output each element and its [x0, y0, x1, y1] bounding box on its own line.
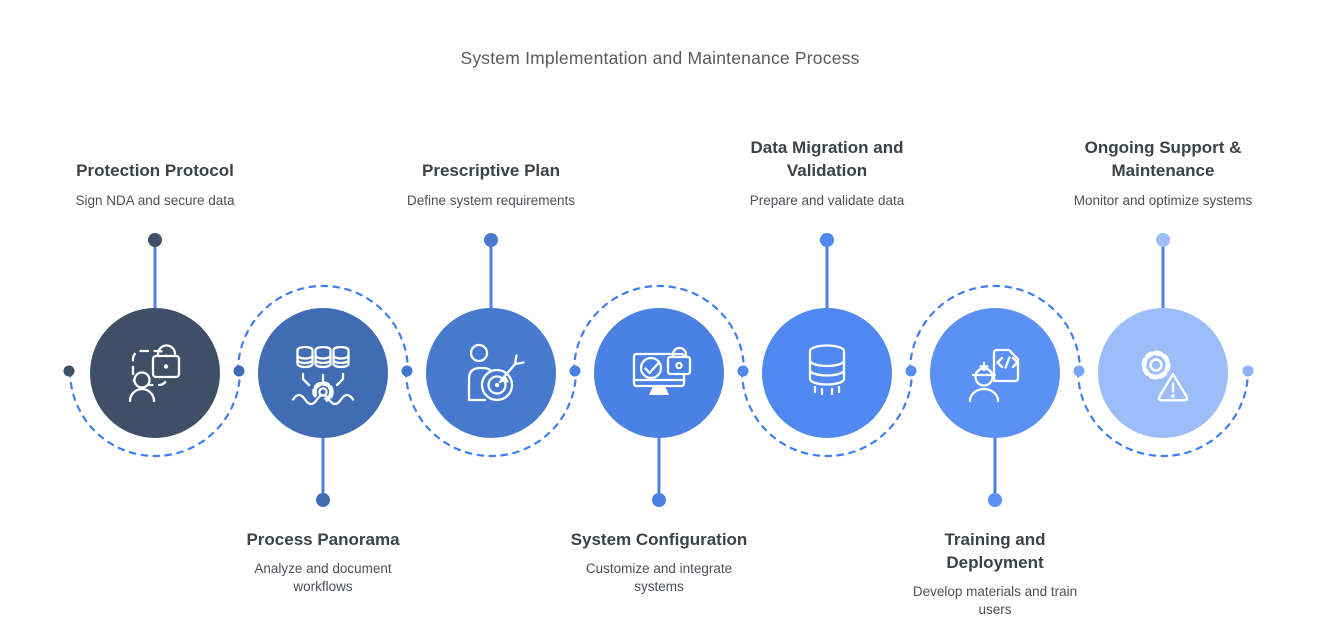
step-subtitle: Develop materials and train users — [912, 584, 1078, 617]
step-title: Training and Deployment — [944, 530, 1046, 572]
step-circle-5 — [762, 308, 892, 438]
step-title: Process Panorama — [246, 530, 400, 549]
identity-lock-icon — [128, 344, 181, 403]
connector-dots — [148, 233, 1170, 507]
step-label-data-migration: Data Migration and Validation Prepare an… — [722, 126, 932, 210]
bottom-dot — [652, 493, 666, 507]
database-cylinder-icon — [808, 344, 846, 396]
page-title: System Implementation and Maintenance Pr… — [460, 48, 860, 68]
step-title: System Configuration — [570, 530, 748, 549]
gear-warning-icon — [1141, 350, 1189, 402]
bottom-dot — [316, 493, 330, 507]
top-dot — [484, 233, 498, 247]
step-title: Prescriptive Plan — [422, 161, 560, 180]
step-label-protection-protocol: Protection Protocol Sign NDA and secure … — [50, 126, 260, 210]
path-dot — [401, 365, 413, 377]
step-subtitle: Analyze and document workflows — [254, 561, 392, 594]
step-title: Ongoing Support & Maintenance — [1084, 138, 1242, 180]
path-end-dot — [1242, 365, 1254, 377]
step-subtitle: Sign NDA and secure data — [75, 193, 235, 208]
step-label-training-deployment: Training and Deployment Develop material… — [905, 528, 1085, 619]
top-dot — [1156, 233, 1170, 247]
path-dot — [737, 365, 749, 377]
path-dot — [905, 365, 917, 377]
step-label-prescriptive-plan: Prescriptive Plan Define system requirem… — [386, 126, 596, 210]
path-dot — [1073, 365, 1085, 377]
engineer-code-doc-icon — [968, 348, 1020, 403]
dashed-path — [68, 284, 1250, 458]
monitor-check-lock-icon — [632, 346, 692, 395]
step-subtitle: Monitor and optimize systems — [1073, 193, 1253, 208]
top-dot — [148, 233, 162, 247]
path-dot — [233, 365, 245, 377]
step-title: Data Migration and Validation — [750, 138, 904, 180]
step-subtitle: Customize and integrate systems — [585, 561, 733, 594]
step-label-process-panorama: Process Panorama Analyze and document wo… — [233, 528, 413, 596]
bottom-dot — [988, 493, 1002, 507]
path-dots — [63, 365, 1254, 377]
person-target-dart-icon — [467, 343, 525, 402]
path-end-dot — [63, 365, 75, 377]
step-subtitle: Prepare and validate data — [749, 193, 905, 208]
step-label-ongoing-support: Ongoing Support & Maintenance Monitor an… — [1058, 126, 1268, 210]
step-label-system-configuration: System Configuration Customize and integ… — [569, 528, 749, 596]
step-subtitle: Define system requirements — [406, 193, 576, 208]
path-dot — [569, 365, 581, 377]
connector-lines — [153, 245, 1165, 494]
databases-gear-wave-icon — [289, 345, 361, 407]
top-dot — [820, 233, 834, 247]
step-circle-2 — [258, 308, 388, 438]
step-title: Protection Protocol — [76, 161, 234, 180]
